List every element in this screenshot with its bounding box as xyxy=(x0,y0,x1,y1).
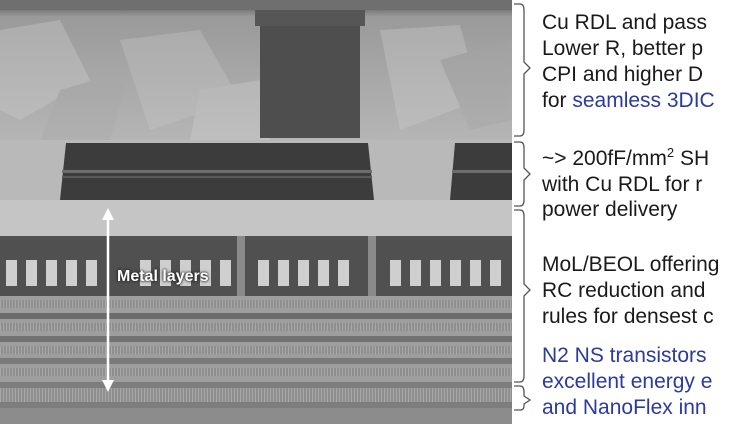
transistor-fins xyxy=(0,388,512,402)
bracket-2 xyxy=(514,141,531,207)
annotation-1-line-4: for seamless 3DIC xyxy=(542,89,715,113)
beol-pillars xyxy=(6,260,501,286)
annotation-2-superscript: 2 xyxy=(666,145,675,160)
annotation-2-line-3: power delivery xyxy=(542,198,678,221)
substrate xyxy=(0,408,512,424)
metal-layers-label: Metal layers xyxy=(117,268,209,285)
capacitor-layer-line-right xyxy=(452,170,512,173)
dielectric-band xyxy=(0,200,512,236)
beol-thick-metal-row xyxy=(0,236,512,296)
bracket-1 xyxy=(514,3,531,137)
cu-rdl-region xyxy=(0,10,512,140)
annotation-3-line-2: RC reduction and xyxy=(542,279,706,302)
micrograph-svg xyxy=(0,0,512,424)
grain-texture xyxy=(0,20,512,140)
annotation-1-line-2: Lower R, better p xyxy=(542,37,704,60)
annotation-4-line-3: and NanoFlex inn xyxy=(542,396,707,419)
annotation-4-line-1: N2 NS transistors xyxy=(542,344,707,367)
metal-layers-arrow xyxy=(102,208,114,392)
cu-via-cap xyxy=(255,10,365,26)
annotation-2-line-1: ~> 200fF/mm2 SH xyxy=(542,145,710,171)
brackets xyxy=(514,3,532,411)
annotation-1-line-3: CPI and higher D xyxy=(542,63,704,86)
capacitor-layer-line xyxy=(62,170,372,173)
annotations-panel: Cu RDL and pass Lower R, better p CPI an… xyxy=(512,0,754,424)
bracket-4 xyxy=(514,385,532,411)
fine-metal-rows xyxy=(0,300,512,376)
beol-vertical-vias xyxy=(237,236,376,316)
bracket-3 xyxy=(514,209,531,383)
annotation-3-line-1: MoL/BEOL offering xyxy=(542,253,720,276)
annotation-2-prefix: ~> 200fF/mm xyxy=(542,147,667,170)
annotation-3-line-3: rules for densest c xyxy=(542,305,714,328)
top-dark-band xyxy=(0,0,512,10)
annotation-1-line-1: Cu RDL and pass xyxy=(542,11,707,34)
cu-via xyxy=(260,10,360,138)
cross-section-micrograph: Metal layers xyxy=(0,0,512,424)
bracket-group xyxy=(514,3,532,411)
annotation-2-line-2: with Cu RDL for r xyxy=(542,173,703,196)
annotation-4-line-2: excellent energy e xyxy=(542,370,713,393)
capacitor-layer-line-2 xyxy=(62,176,372,178)
annotation-1-prefix: for xyxy=(542,89,573,112)
annotation-1-highlight: seamless 3DIC xyxy=(572,89,715,112)
annotation-2-suffix: SH xyxy=(674,147,710,170)
